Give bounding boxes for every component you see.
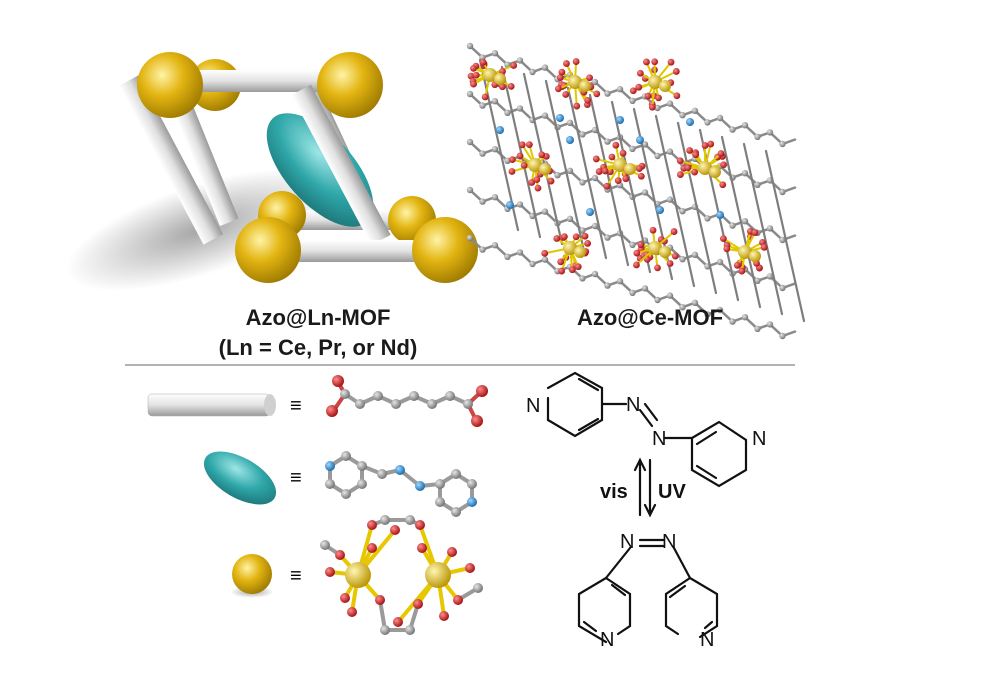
atom-n: N	[626, 394, 640, 416]
isomerization-atom-labels: N N N N N N N N	[526, 394, 766, 651]
ce-mof-crystal-structure	[466, 42, 806, 340]
legend-ellipsoid-row: ≡	[203, 451, 477, 517]
label-ln-definition: (Ln = Ce, Pr, or Nd)	[219, 335, 418, 360]
atom-n: N	[526, 395, 540, 417]
atom-n: N	[620, 531, 634, 553]
equiv-symbol: ≡	[290, 565, 302, 587]
atom-n: N	[652, 428, 666, 450]
legend-sphere-row: ≡	[230, 515, 483, 635]
atom-n: N	[662, 531, 676, 553]
atom-n: N	[700, 629, 714, 651]
dicarboxylate-linker-model	[326, 375, 488, 427]
label-visible-light: vis	[600, 481, 628, 503]
label-azo-ln-mof: Azo@Ln-MOF	[246, 305, 391, 330]
ln-mof-schematic	[66, 52, 478, 291]
legend-rod-row: ≡	[147, 375, 488, 427]
label-azo-ce-mof: Azo@Ce-MOF	[577, 305, 723, 330]
metal-cluster-model	[320, 515, 483, 635]
equiv-symbol: ≡	[290, 467, 302, 489]
azopyridine-model	[325, 451, 477, 517]
atom-n: N	[600, 629, 614, 651]
isomerization-scheme	[546, 371, 748, 644]
equiv-symbol: ≡	[290, 395, 302, 417]
atom-n: N	[752, 428, 766, 450]
label-uv-light: UV	[658, 481, 686, 503]
